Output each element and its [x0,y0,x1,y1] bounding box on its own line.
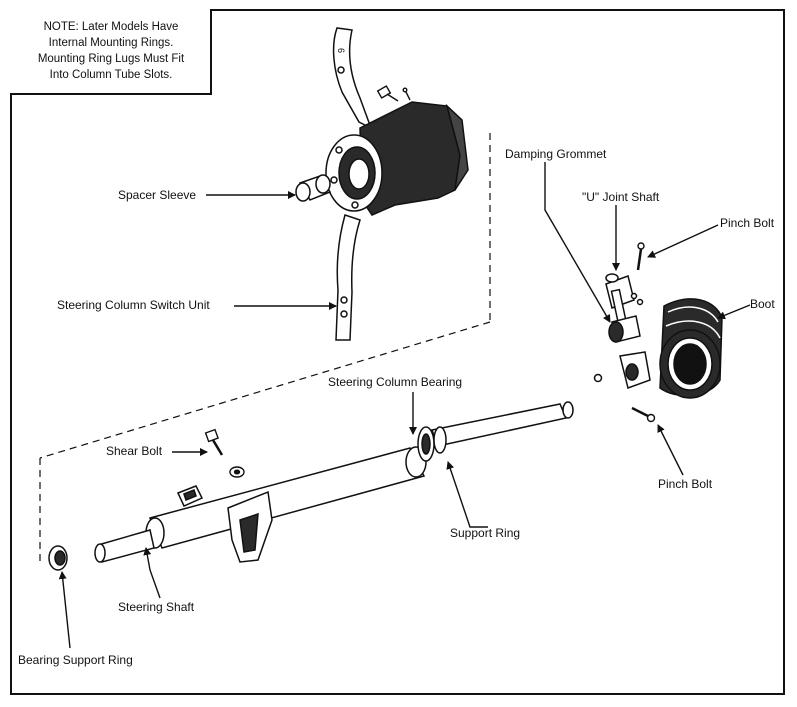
label-steering-column-switch-unit: Steering Column Switch Unit [57,298,210,312]
steering-column-switch-unit: 6 [325,27,469,341]
label-u-joint-shaft: "U" Joint Shaft [582,190,660,204]
pinch-bolt-parts [631,242,656,423]
label-bearing-support-ring: Bearing Support Ring [18,653,133,667]
u-joint-shaft-assembly [593,273,651,389]
label-support-ring: Support Ring [450,526,521,540]
label-spacer-sleeve: Spacer Sleeve [118,188,197,202]
note-line: NOTE: Later Models Have [43,21,179,33]
label-damping-grommet: Damping Grommet [505,147,607,161]
note-line: Mounting Ring Lugs Must Fit [37,53,185,65]
leader-lines [58,162,751,649]
diagram-frame [10,9,785,695]
label-boot: Boot [750,297,775,311]
note-line: Into Column Tube Slots. [49,69,173,81]
label-steering-column-bearing: Steering Column Bearing [328,375,463,389]
note-box: NOTE: Later Models Have Internal Mountin… [10,9,212,95]
label-pinch-bolt-top: Pinch Bolt [720,216,775,230]
steering-column-assembly [48,401,574,571]
boot-part [659,298,723,399]
label-pinch-bolt-bottom: Pinch Bolt [658,477,713,491]
spacer-sleeve [295,174,332,202]
switch-screws [376,85,411,102]
label-shear-bolt: Shear Bolt [106,444,163,458]
label-steering-shaft: Steering Shaft [118,600,195,614]
shear-bolt-part [204,428,245,478]
alignment-dashed-lines [39,133,491,565]
note-line: Internal Mounting Rings. [48,37,174,49]
svg-text:6: 6 [336,48,346,53]
